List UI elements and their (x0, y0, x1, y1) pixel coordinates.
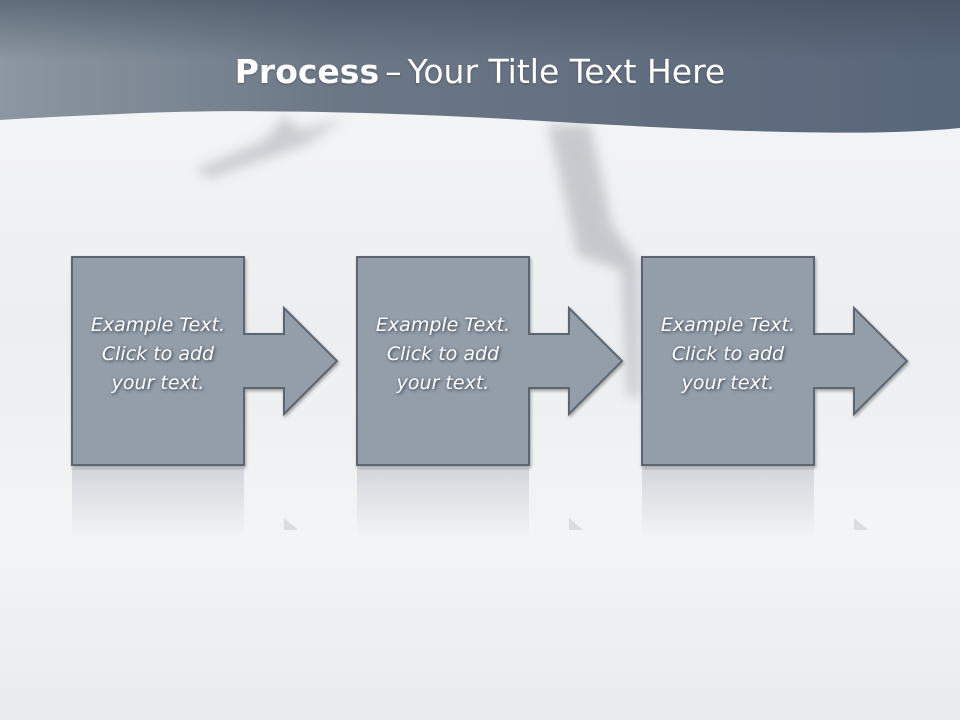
process-step-3-text[interactable]: Example Text. Click to add your text. (642, 311, 814, 398)
slide-title[interactable]: Process–Your Title Text Here (0, 52, 960, 91)
step-text-line: Example Text. (375, 314, 511, 336)
process-step-1-shape[interactable] (71, 256, 339, 466)
shape-reflections (72, 468, 868, 538)
process-step-2-text[interactable]: Example Text. Click to add your text. (357, 311, 529, 398)
title-text: Your Title Text Here (407, 52, 726, 91)
title-bold: Process (234, 52, 380, 91)
step-text-line: your text. (681, 372, 775, 394)
step-text-line: Click to add (101, 343, 215, 365)
step-text-line: Example Text. (660, 314, 796, 336)
step-text-line: your text. (396, 372, 490, 394)
process-step-2-shape[interactable] (356, 256, 624, 466)
step-text-line: your text. (111, 372, 205, 394)
title-separator: – (385, 52, 402, 91)
process-step-3-shape[interactable] (641, 256, 909, 466)
step-text-line: Click to add (386, 343, 500, 365)
decorative-shadow (195, 115, 640, 398)
process-step-1-text[interactable]: Example Text. Click to add your text. (72, 311, 244, 398)
step-text-line: Click to add (671, 343, 785, 365)
step-text-line: Example Text. (90, 314, 226, 336)
